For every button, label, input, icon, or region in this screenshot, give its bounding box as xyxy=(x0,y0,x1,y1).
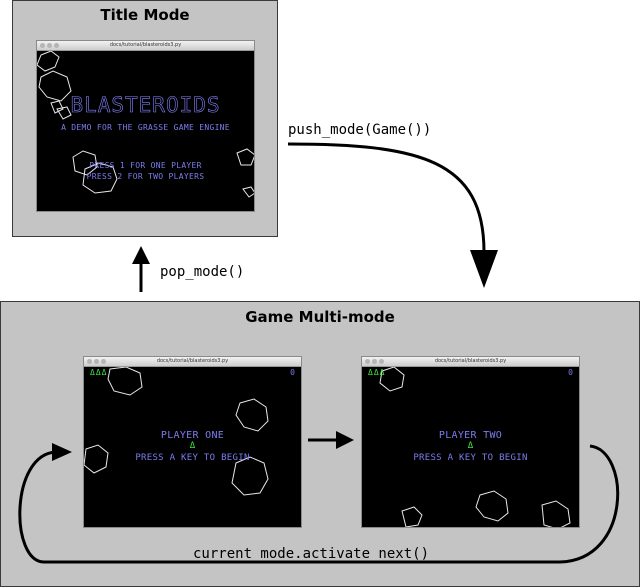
player-two-window: docs/tutorial/blasteroids3.py ΔΔΔ 0 PLAY… xyxy=(361,356,580,528)
asteroid-icon xyxy=(50,100,64,114)
game-logo: BLASTEROIDS xyxy=(70,93,221,118)
activate-next-label: current_mode.activate_next() xyxy=(193,546,430,562)
window-controls xyxy=(87,359,106,364)
pop-mode-arrowhead-icon xyxy=(132,246,150,264)
asteroid-icon xyxy=(38,70,72,102)
ship-icon: Δ xyxy=(189,441,196,451)
window-titlebar: docs/tutorial/blasteroids3.py xyxy=(84,357,301,367)
asteroid-icon xyxy=(379,367,405,392)
asteroid-field xyxy=(37,51,254,198)
score-display: 0 xyxy=(290,368,295,377)
window-titlebar: docs/tutorial/blasteroids3.py xyxy=(37,41,254,51)
activate-next-arrowhead-icon xyxy=(52,443,72,461)
asteroid-icon xyxy=(56,106,72,120)
minimize-dot-icon xyxy=(372,359,377,364)
activate-next-loop-arrow xyxy=(18,444,620,564)
close-dot-icon xyxy=(87,359,92,364)
player-one-window: docs/tutorial/blasteroids3.py ΔΔΔ 0 PLAY… xyxy=(83,356,302,528)
zoom-dot-icon xyxy=(379,359,384,364)
push-mode-arrow xyxy=(287,142,486,253)
asteroid-icon xyxy=(235,398,269,432)
asteroid-icon xyxy=(475,490,509,522)
start-prompt: PRESS A KEY TO BEGIN xyxy=(135,453,250,463)
minimize-dot-icon xyxy=(94,359,99,364)
asteroid-icon xyxy=(82,162,118,194)
player-label: PLAYER ONE xyxy=(160,430,225,441)
asteroid-icon xyxy=(84,444,109,474)
asteroid-icon xyxy=(401,506,423,527)
title-mode-window: docs/tutorial/blasteroids3.py BLASTEROID… xyxy=(36,40,255,212)
asteroid-icon xyxy=(37,51,60,72)
asteroid-icon xyxy=(242,186,254,198)
pop-mode-label: pop_mode() xyxy=(160,264,245,280)
asteroid-icon xyxy=(107,367,143,396)
asteroid-icon xyxy=(236,148,254,166)
push-mode-arrowhead-icon xyxy=(470,250,498,288)
player-label: PLAYER TWO xyxy=(438,430,503,441)
asteroid-field xyxy=(84,367,269,496)
zoom-dot-icon xyxy=(54,43,59,48)
close-dot-icon xyxy=(40,43,45,48)
game-multi-mode-heading: Game Multi-mode xyxy=(245,308,395,326)
start-prompt: PRESS A KEY TO BEGIN xyxy=(413,453,528,463)
lives-indicator: ΔΔΔ xyxy=(90,368,108,377)
asteroid-icon xyxy=(72,150,98,176)
asteroid-icon xyxy=(541,500,571,527)
close-dot-icon xyxy=(365,359,370,364)
tagline: A DEMO FOR THE GRASSE GAME ENGINE xyxy=(61,123,230,132)
lives-indicator: ΔΔΔ xyxy=(368,368,386,377)
window-titlebar: docs/tutorial/blasteroids3.py xyxy=(362,357,579,367)
title-mode-panel: Title Mode docs/tutorial/blasteroids3.py… xyxy=(12,0,278,237)
window-title: docs/tutorial/blasteroids3.py xyxy=(434,358,507,364)
score-display: 0 xyxy=(568,368,573,377)
switch-player-arrowhead-icon xyxy=(336,431,354,449)
zoom-dot-icon xyxy=(101,359,106,364)
two-players-instruction: PRESS 2 FOR TWO PLAYERS xyxy=(86,172,205,181)
title-mode-heading: Title Mode xyxy=(100,6,190,24)
asteroid-icon xyxy=(231,456,269,496)
push-mode-label: push_mode(Game()) xyxy=(288,122,432,138)
one-player-instruction: PRESS 1 FOR ONE PLAYER xyxy=(89,161,202,170)
minimize-dot-icon xyxy=(47,43,52,48)
game-multi-mode-panel: Game Multi-mode docs/tutorial/blasteroid… xyxy=(0,301,640,587)
ship-icon: Δ xyxy=(467,441,474,451)
asteroid-field xyxy=(379,367,571,527)
window-controls xyxy=(365,359,384,364)
window-title: docs/tutorial/blasteroids3.py xyxy=(109,42,182,48)
window-title: docs/tutorial/blasteroids3.py xyxy=(156,358,229,364)
window-controls xyxy=(40,43,59,48)
